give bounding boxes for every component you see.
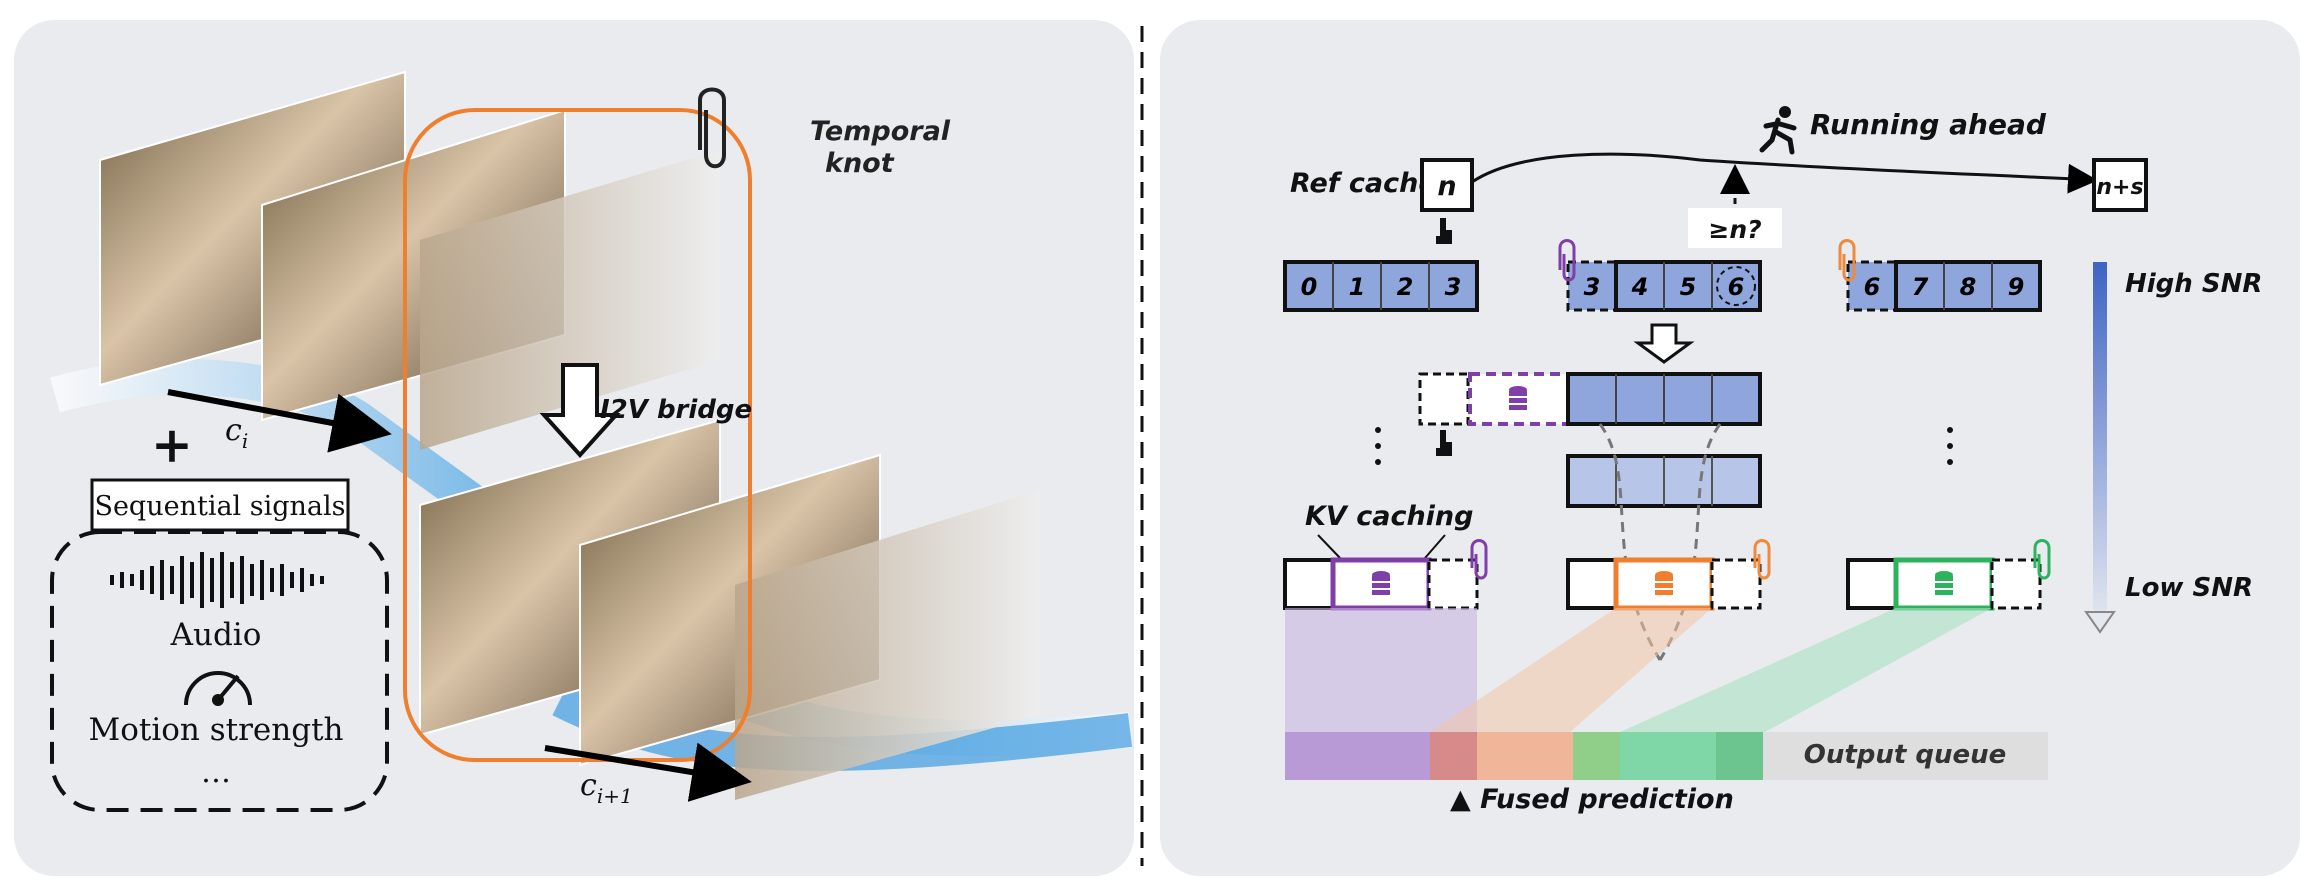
cell-label: 0 — [1301, 273, 1318, 301]
merge-down-arrow — [1633, 323, 1695, 364]
temporal-knot-loop — [403, 108, 752, 762]
cell-label: 3 — [1584, 273, 1601, 301]
ref-cache-value: n — [1437, 171, 1456, 202]
running-ahead-arrow — [1471, 152, 2098, 194]
plus-sign: + — [151, 415, 193, 474]
video-frame-faded — [735, 490, 1040, 800]
kv-row-green — [1846, 539, 2051, 611]
purple-kv-cell — [1468, 372, 1570, 426]
cache-group-frame — [1614, 260, 1762, 312]
snr-arrow-head — [2084, 611, 2116, 634]
speedometer-icon — [184, 671, 252, 706]
query-label: ≥n? — [1708, 215, 1761, 244]
more-signals-ellipsis: … — [201, 755, 231, 790]
video-frames-lower — [419, 418, 1040, 800]
paperclip-icon — [1838, 239, 1856, 282]
snr-arrow-shaft — [2093, 262, 2107, 612]
condition-next-label: ci+1 — [580, 768, 633, 808]
condition-arrow-i — [167, 389, 392, 453]
ahead-value: n+s — [2096, 175, 2143, 200]
output-queue: Output queue — [1285, 732, 2048, 780]
video-frames-upper — [99, 70, 720, 450]
cell-label: 2 — [1397, 273, 1414, 301]
database-icon — [1655, 571, 1673, 595]
video-frame-faded — [420, 150, 720, 450]
fused-prediction-label: ▲ Fused prediction — [1450, 784, 1734, 815]
latent-row-1 — [1418, 372, 1762, 426]
running-ahead-label: Running ahead — [1810, 108, 2047, 141]
orange-projection — [1430, 608, 1712, 732]
green-projection — [1620, 608, 1992, 732]
output-queue-label: Output queue — [1804, 740, 2007, 770]
temporal-knot-label-line2: knot — [825, 148, 895, 179]
bridge-down-arrow — [539, 363, 621, 458]
paperclip-icon — [1753, 539, 1771, 580]
ref-cache-label: Ref cache — [1290, 168, 1437, 199]
hand-pointer-icon — [1436, 218, 1452, 244]
runner-icon — [1759, 106, 1797, 155]
paperclip-icon — [1470, 539, 1488, 580]
cell-label: 7 — [1912, 273, 1929, 301]
database-icon — [1935, 571, 1953, 595]
ellipsis-right — [1947, 427, 1953, 465]
ellipsis-left — [1375, 427, 1381, 465]
cell-label: 4 — [1631, 273, 1649, 301]
paperclip-icon — [1558, 239, 1576, 282]
low-snr-label: Low SNR — [2125, 573, 2253, 603]
sequential-signals-label: Sequential signals — [94, 491, 345, 522]
cell-label: 6 — [1728, 273, 1745, 301]
database-icon — [1372, 571, 1390, 595]
cell-label: 6 — [1864, 273, 1881, 301]
cell-label: 8 — [1960, 273, 1977, 301]
bridge-label: I2V bridge — [600, 395, 752, 425]
cell-label: 3 — [1445, 273, 1462, 301]
cache-group-3: 6 7 8 9 — [1838, 239, 2042, 312]
condition-arrow-next — [544, 742, 752, 802]
cell-label: 5 — [1680, 273, 1697, 301]
high-snr-label: High SNR — [2125, 269, 2262, 299]
cache-group-frame — [1894, 260, 2042, 312]
sequential-signals-box — [90, 478, 350, 532]
signals-dashed-box — [50, 530, 389, 812]
cache-group-2: 3 4 5 6 — [1558, 239, 1762, 312]
temporal-knot-label-line1: Temporal — [810, 116, 951, 147]
cache-group-1: 0 1 2 3 — [1283, 260, 1479, 312]
kv-row-orange — [1566, 539, 1771, 611]
ref-cache-box — [1420, 158, 1474, 212]
query-box — [1688, 208, 1782, 248]
kv-row-purple — [1283, 539, 1488, 611]
audio-waveform-icon — [110, 552, 324, 608]
dashed-cell — [1566, 260, 1618, 312]
paperclip-icon — [698, 87, 726, 169]
condition-i-label: ci — [225, 413, 248, 453]
cell-label: 1 — [1349, 273, 1366, 301]
paperclip-icon — [2033, 539, 2051, 580]
ahead-box — [2092, 158, 2148, 212]
query-circle — [1716, 266, 1756, 306]
dashed-cell — [1846, 260, 1898, 312]
purple-projection — [1285, 608, 1477, 732]
motion-strength-label: Motion strength — [88, 712, 343, 748]
hand-pointer-icon — [1436, 430, 1452, 456]
kv-caching-label: KV caching — [1305, 501, 1473, 532]
audio-label: Audio — [170, 617, 262, 653]
database-icon — [1509, 386, 1527, 410]
cell-label: 9 — [2008, 273, 2025, 301]
